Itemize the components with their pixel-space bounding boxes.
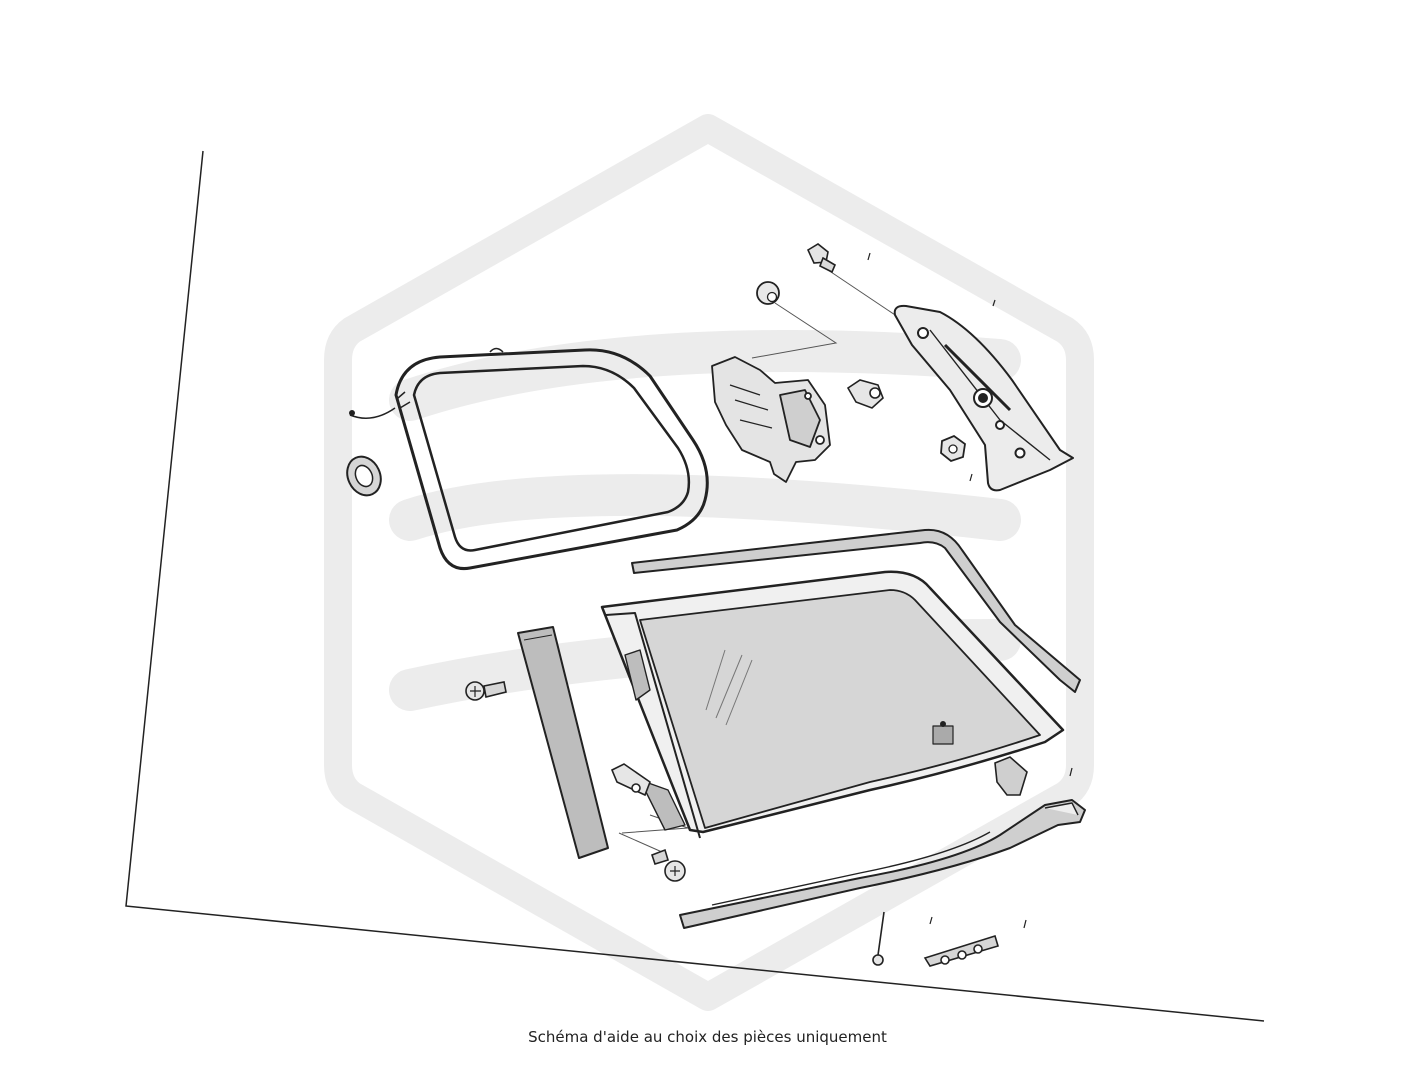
- frame-border-icon: [125, 150, 1265, 1022]
- hex-nut-middle[interactable]: [940, 434, 966, 463]
- retaining-clip[interactable]: [994, 756, 1028, 796]
- quarter-glass-seal[interactable]: [349, 347, 709, 571]
- bolt-top[interactable]: [806, 243, 837, 274]
- rear-pillar-trim[interactable]: [893, 304, 1074, 492]
- screw-left[interactable]: [465, 681, 507, 701]
- hex-nut-top[interactable]: [756, 281, 780, 305]
- vertical-trim-strip[interactable]: [517, 626, 609, 859]
- lower-belt-molding[interactable]: [679, 799, 1086, 929]
- diagram-caption: Schéma d'aide au choix des pièces unique…: [528, 1028, 887, 1046]
- tick-marks: [867, 252, 1073, 929]
- grommet[interactable]: [341, 451, 387, 501]
- mounting-bracket[interactable]: [923, 934, 999, 967]
- screw-lower[interactable]: [650, 848, 686, 882]
- quarter-glass-panel[interactable]: [600, 570, 1065, 839]
- upper-weatherstrip[interactable]: [631, 528, 1081, 693]
- bolt-lower[interactable]: [610, 763, 651, 797]
- switch-clip[interactable]: [846, 379, 884, 409]
- window-motor-assembly[interactable]: [711, 356, 831, 483]
- pin-fastener[interactable]: [872, 911, 885, 966]
